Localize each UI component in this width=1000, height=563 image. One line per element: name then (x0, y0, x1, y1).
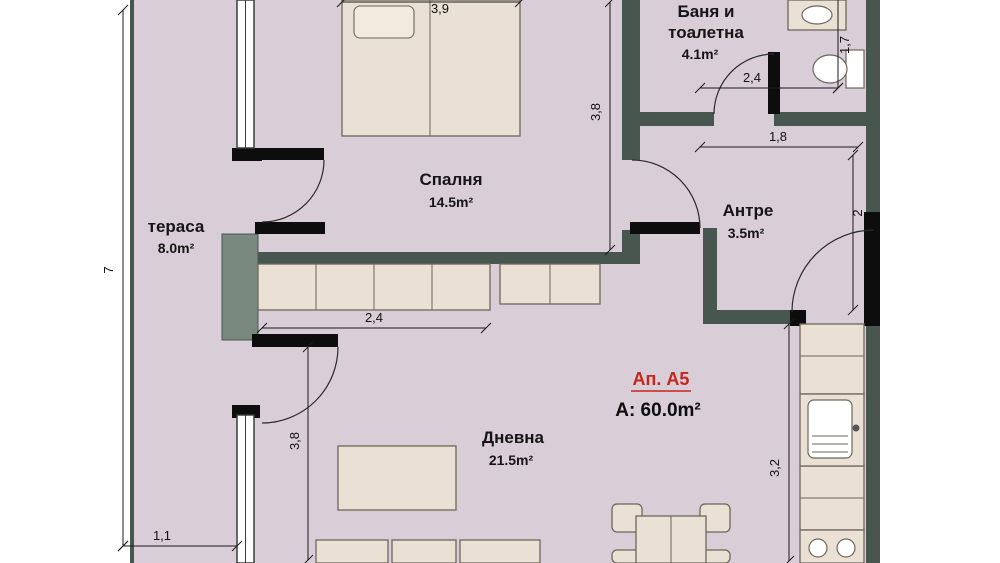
dining-set-icon (611, 503, 731, 563)
dim-label: 1,8 (769, 129, 787, 144)
door-swing-arc (261, 159, 325, 223)
bathroom-door (713, 52, 780, 115)
terrace-label: тераса (148, 217, 205, 236)
wall-stub (864, 312, 880, 326)
door-leaf (252, 334, 338, 347)
entry-door (791, 226, 880, 314)
bedroom-label: Спалня (420, 170, 483, 189)
windows (236, 0, 255, 563)
wall-stub (255, 222, 325, 234)
wall-stub (864, 212, 880, 228)
kitchen-counter-icon (799, 323, 865, 531)
dim-kitchen-depth: 3,2 (767, 318, 795, 563)
unit-label: Ап. А5 (633, 369, 690, 389)
coffee-table-icon (337, 445, 457, 511)
dim-label: 3,9 (431, 1, 449, 16)
hall-label: Антре (723, 201, 774, 220)
left-outer-wall-column (221, 233, 259, 341)
door-swing-arc (713, 53, 775, 115)
dim-label: 3,8 (287, 432, 302, 450)
dim-label: 3,2 (767, 459, 782, 477)
dim-label: 3,8 (588, 103, 603, 121)
dim-label: 1,1 (153, 528, 171, 543)
bedroom-living-wall (258, 252, 640, 264)
dim-bedroom-depth: 3,8 (588, 0, 616, 256)
bathroom-label-line2: тоалетна (668, 23, 744, 42)
hall-bottom-wall (703, 310, 797, 324)
door-leaf (768, 52, 780, 114)
dim-hall-depth: 2 (847, 149, 865, 316)
dim-total-height: 7 (101, 4, 129, 552)
bedroom-terrace-door (261, 148, 325, 223)
dim-label: 1,7 (837, 36, 852, 54)
hall-left-wall (703, 228, 717, 324)
dim-label: 2 (850, 209, 865, 216)
terrace-area: 8.0m² (158, 240, 195, 256)
dim-label: 2,4 (365, 310, 383, 325)
wall-stub (232, 148, 262, 161)
bath-bottom-wall-right (774, 112, 868, 126)
door-swing-arc (261, 346, 339, 424)
bedroom-bath-wall (622, 0, 640, 160)
dim-bath-depth: 1,7 (832, 0, 852, 94)
terrace-railing (130, 0, 134, 563)
dim-living-depth: 3,8 (287, 341, 314, 563)
walls (130, 0, 880, 563)
sofa-icon (315, 539, 541, 563)
unit-area: А: 60.0m² (615, 400, 701, 421)
door-leaf (262, 148, 324, 160)
wall-stub (790, 310, 806, 326)
door-swing-arc (791, 229, 875, 313)
dimensions: 3,9 3,8 2,4 1,7 1,8 2 (101, 0, 865, 563)
bath-bottom-wall-left (640, 112, 714, 126)
furniture (257, 0, 865, 563)
room-labels: тераса 8.0m² Спалня 14.5m² Баня и тоалет… (148, 2, 774, 468)
living-label: Дневна (482, 428, 545, 447)
door-swing-arc (631, 159, 701, 229)
stove-icon (799, 529, 865, 563)
bathroom-vanity-icon (787, 0, 847, 31)
living-area: 21.5m² (489, 452, 534, 468)
dim-wardrobe-width: 2,4 (256, 310, 492, 334)
dim-top-width: 3,9 (336, 0, 523, 16)
dim-label: 7 (101, 266, 116, 273)
bedroom-hall-wall (622, 230, 640, 254)
living-terrace-door (252, 334, 339, 424)
dim-label: 2,4 (743, 70, 761, 85)
doors (252, 52, 880, 424)
dim-hall-width: 1,8 (694, 129, 864, 153)
dim-terrace-width: 1,1 (117, 528, 243, 552)
door-leaf (864, 226, 880, 314)
bedroom-hall-door (630, 159, 701, 234)
bathroom-area: 4.1m² (682, 46, 719, 62)
bathroom-label-line1: Баня и (677, 2, 734, 21)
bedroom-area: 14.5m² (429, 194, 474, 210)
terrace-floor (134, 0, 237, 563)
hall-area: 3.5m² (728, 225, 765, 241)
door-leaf (630, 222, 700, 234)
kitchen-sink-icon (799, 393, 865, 467)
bed-icon (341, 0, 521, 137)
wardrobe-icon (257, 263, 601, 311)
